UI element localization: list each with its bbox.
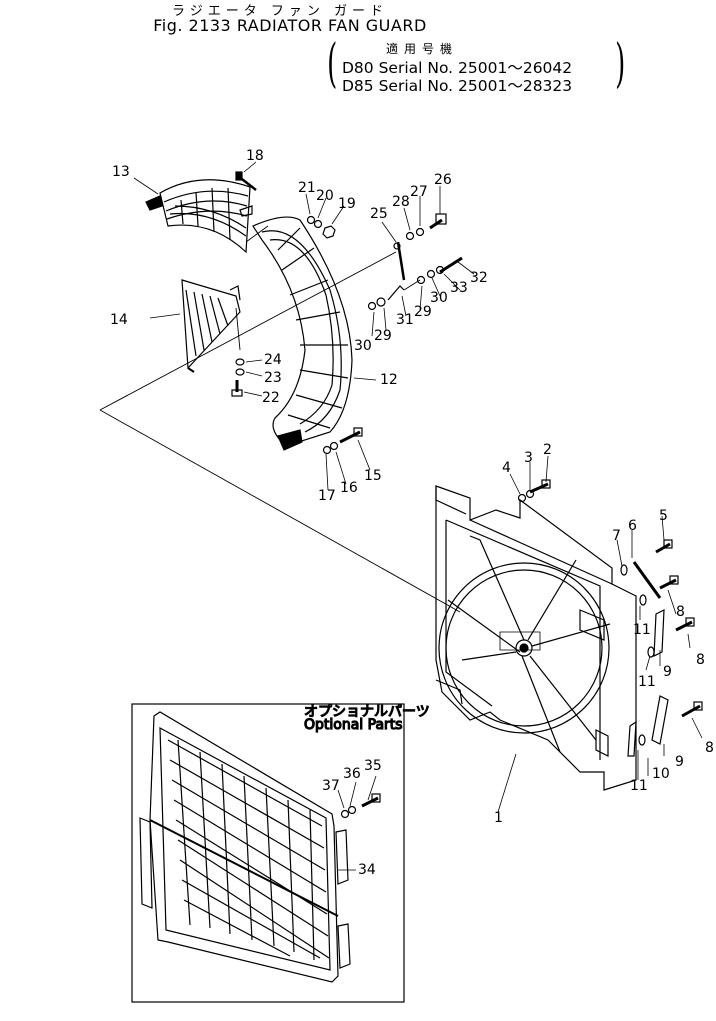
callout-8b: 8 [696, 652, 705, 668]
callout-1: 1 [494, 810, 503, 826]
callout-13: 13 [112, 164, 130, 180]
callout-24: 24 [264, 352, 282, 368]
callout-14: 14 [110, 312, 128, 328]
part-14-side-guard-plate [181, 279, 241, 373]
part-34-radiator-grille [139, 711, 351, 983]
callout-31: 31 [396, 312, 414, 328]
hardware-fasteners [231, 171, 703, 819]
callout-33: 33 [450, 280, 468, 296]
callout-30a: 30 [354, 338, 372, 354]
callout-29b: 29 [414, 304, 432, 320]
part-1-radiator-frame [435, 485, 637, 791]
callout-2: 2 [543, 442, 552, 458]
callout-9b: 9 [675, 754, 684, 770]
callout-8a: 8 [676, 604, 685, 620]
callout-4: 4 [502, 460, 511, 476]
callout-23: 23 [264, 370, 282, 386]
callout-11b: 11 [638, 674, 656, 690]
serial-range-d85: D85 Serial No. 25001～28323 [342, 77, 573, 95]
callout-10: 10 [652, 766, 670, 782]
callout-19: 19 [338, 196, 356, 212]
optional-parts-en-label: Optional Parts [304, 717, 403, 733]
callout-3: 3 [524, 450, 533, 466]
optional-parts-box: オプショナルパーツ Optional Parts [131, 703, 430, 1003]
callout-36: 36 [343, 766, 361, 782]
applicable-units-label: 適用号機 [386, 42, 459, 56]
part-13-upper-guard-segment [145, 179, 253, 254]
callout-30b: 30 [430, 290, 448, 306]
part-12-fan-guard-arc [252, 216, 353, 451]
callout-34: 34 [358, 862, 376, 878]
callout-numbers: 1 2 3 4 5 6 7 8 8 8 9 9 10 11 11 11 12 1… [110, 148, 714, 878]
callout-11c: 11 [630, 778, 648, 794]
callout-7: 7 [612, 528, 621, 544]
callout-22: 22 [262, 390, 280, 406]
right-bracket: ) [614, 34, 625, 94]
optional-parts-jp-label: オプショナルパーツ [304, 704, 430, 720]
callout-18: 18 [246, 148, 264, 164]
callout-15: 15 [364, 468, 382, 484]
callout-28: 28 [392, 194, 410, 210]
callout-9a: 9 [663, 664, 672, 680]
callout-20: 20 [316, 188, 334, 204]
callout-27: 27 [410, 184, 428, 200]
serial-range-d80: D80 Serial No. 25001～26042 [342, 59, 573, 77]
callout-11a: 11 [633, 622, 651, 638]
callout-16: 16 [340, 480, 358, 496]
figure-title: Fig. 2133 RADIATOR FAN GUARD [153, 16, 427, 35]
callout-leaders [133, 161, 703, 871]
callout-6: 6 [628, 518, 637, 534]
callout-26: 26 [434, 172, 452, 188]
callout-8c: 8 [705, 740, 714, 756]
callout-25: 25 [370, 206, 388, 222]
callout-32: 32 [470, 270, 488, 286]
serial-applicability-block: ( ) 適用号機 D80 Serial No. 25001～26042 D85 … [327, 36, 625, 96]
assembly-leader-lines [99, 225, 461, 613]
callout-5: 5 [659, 508, 668, 524]
callout-12: 12 [380, 372, 398, 388]
callout-29a: 29 [374, 328, 392, 344]
callout-35: 35 [364, 758, 382, 774]
callout-21: 21 [298, 180, 316, 196]
callout-17: 17 [318, 488, 336, 504]
callout-37: 37 [322, 778, 340, 794]
title-japanese: ラジエータ ファン ガード [171, 4, 388, 19]
left-bracket: ( [327, 34, 338, 94]
